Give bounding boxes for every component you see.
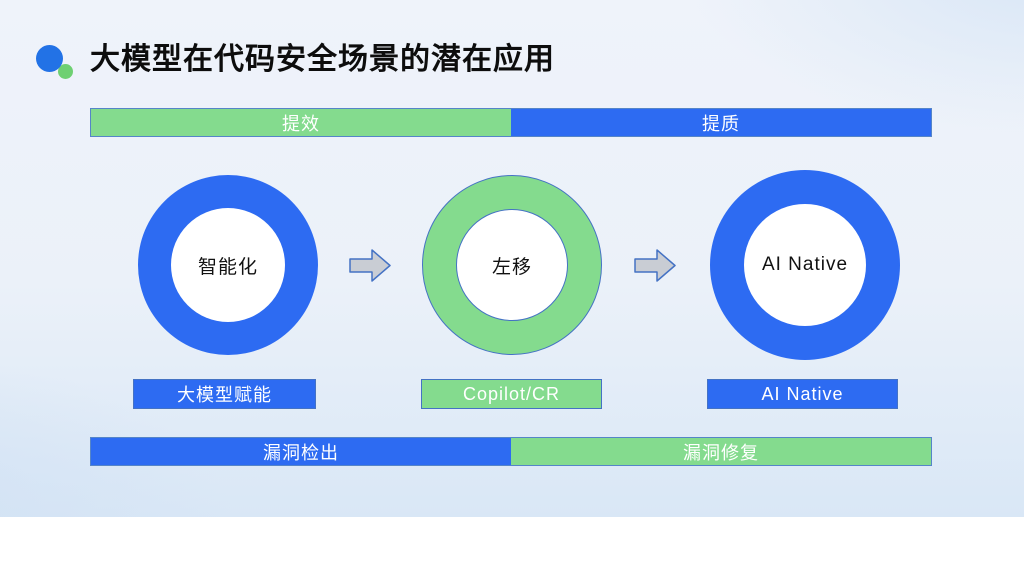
- title-bullet-icon: [36, 40, 78, 82]
- tag-ai-native: AI Native: [707, 379, 898, 409]
- page-title: 大模型在代码安全场景的潜在应用: [90, 43, 555, 76]
- right-arrow-icon: [349, 249, 391, 282]
- title-row: 大模型在代码安全场景的潜在应用: [36, 40, 555, 82]
- bottom-bar-left-segment: 漏洞检出: [91, 438, 511, 465]
- circle-ai-native: AI Native: [710, 170, 900, 360]
- circle-intelligent: 智能化: [138, 175, 318, 355]
- top-bar: 提效 提质: [90, 108, 932, 137]
- bottom-bar: 漏洞检出 漏洞修复: [90, 437, 932, 466]
- top-bar-left-segment: 提效: [91, 109, 511, 136]
- bottom-bar-right-segment: 漏洞修复: [511, 438, 931, 465]
- footer: QCon 全球软件开发大会 InfoQ 极客传媒: [0, 517, 1024, 576]
- bullet-green-circle-icon: [58, 64, 73, 79]
- right-arrow-icon: [634, 249, 676, 282]
- tag-copilot-cr: Copilot/CR: [421, 379, 602, 409]
- tag-llm-empower: 大模型赋能: [133, 379, 316, 409]
- circle-shift-left: 左移: [422, 175, 602, 355]
- top-bar-right-segment: 提质: [511, 109, 931, 136]
- bullet-blue-circle-icon: [36, 45, 63, 72]
- circle-intelligent-label: 智能化: [171, 208, 285, 322]
- circle-ai-native-label: AI Native: [744, 204, 866, 326]
- circle-shift-left-label: 左移: [456, 209, 568, 321]
